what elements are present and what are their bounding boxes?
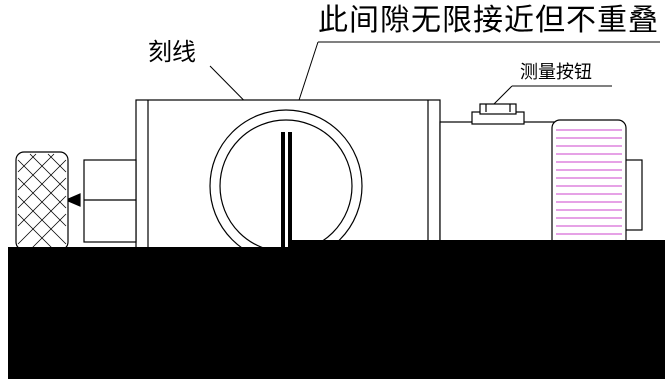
right-knob-stripes [556,129,622,243]
right-assembly [439,103,643,251]
button-housing [439,121,557,243]
score-line-left [281,132,285,248]
spindle-sleeve [83,159,137,243]
left-assembly [15,151,137,251]
score-line-label: 刻线 [148,38,196,66]
score-line-right [288,132,292,248]
right-knob [551,119,627,251]
button-leader-line [493,85,513,105]
measure-button-label: 测量按钮 [520,62,592,83]
gap-annotation-label: 此间隙无限接近但不重叠 [318,3,659,38]
sleeve-arrow [64,193,81,207]
render-artifact-strip [290,240,665,250]
render-artifact-block [8,247,665,379]
knurl-pattern [17,153,67,249]
measure-button-cap [479,103,517,115]
